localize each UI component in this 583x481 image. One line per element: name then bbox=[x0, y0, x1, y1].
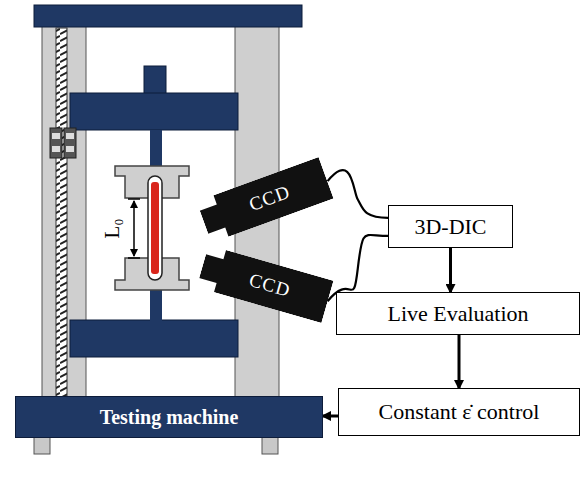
process-box: Live Evaluation bbox=[336, 292, 580, 335]
node-text: 3D-DIC bbox=[414, 214, 486, 240]
flow-arrow bbox=[449, 248, 452, 292]
dimension-label: L₀ bbox=[100, 218, 125, 238]
flow-arrow bbox=[458, 335, 461, 388]
node-text: CCD bbox=[237, 181, 293, 219]
machine-base: Testing machine bbox=[15, 396, 323, 438]
node-text: Live Evaluation bbox=[387, 301, 528, 327]
flow-arrow bbox=[323, 415, 338, 418]
node-text: Constant ε̇ control bbox=[379, 399, 540, 425]
node-text: Testing machine bbox=[100, 406, 239, 429]
process-box: Constant ε̇ control bbox=[338, 388, 580, 436]
camera-cable bbox=[328, 170, 388, 218]
process-box: 3D-DIC bbox=[388, 205, 513, 248]
node-text: CCD bbox=[237, 266, 293, 302]
